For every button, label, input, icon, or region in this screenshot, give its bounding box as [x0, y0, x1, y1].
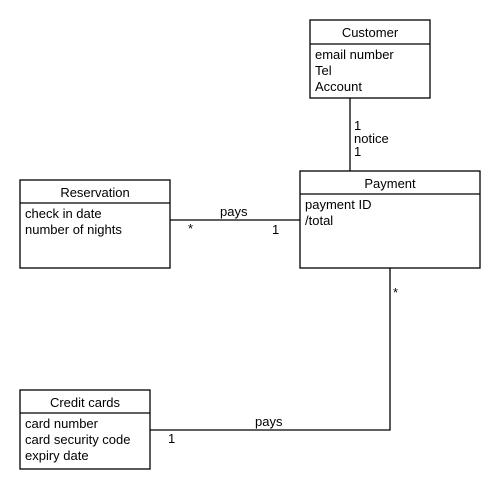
customer-attribute: Tel	[315, 63, 332, 78]
class-reservation[interactable]: Reservation check in date number of nigh…	[19, 179, 171, 269]
class-payment-name: Payment	[364, 176, 416, 191]
class-customer[interactable]: Customer email number Tel Account	[309, 19, 431, 99]
customer-attribute: email number	[315, 47, 394, 62]
multiplicity-payment-end: 1	[354, 144, 361, 159]
multiplicity-credit-cards-end: 1	[168, 431, 175, 446]
association-label-pays: pays	[220, 204, 248, 219]
payment-attribute: payment ID	[305, 197, 371, 212]
multiplicity-reservation-end: *	[188, 221, 193, 236]
customer-attribute: Account	[315, 79, 362, 94]
multiplicity-payment-end: *	[393, 285, 398, 300]
reservation-attribute: number of nights	[25, 222, 122, 237]
class-payment[interactable]: Payment payment ID /total	[299, 170, 481, 269]
multiplicity-payment-end: 1	[272, 222, 279, 237]
class-credit-cards[interactable]: Credit cards card number card security c…	[19, 389, 151, 470]
credit-cards-attribute: card number	[25, 416, 99, 431]
multiplicity-customer-end: 1	[354, 118, 361, 133]
class-customer-name: Customer	[342, 25, 399, 40]
credit-cards-attribute: expiry date	[25, 448, 89, 463]
association-creditcards-payment	[150, 268, 391, 431]
association-label-pays: pays	[255, 414, 283, 429]
class-reservation-name: Reservation	[60, 185, 129, 200]
reservation-attribute: check in date	[25, 206, 102, 221]
payment-attribute: /total	[305, 213, 333, 228]
association-label-notice: notice	[354, 131, 389, 146]
class-credit-cards-name: Credit cards	[50, 395, 121, 410]
credit-cards-attribute: card security code	[25, 432, 131, 447]
